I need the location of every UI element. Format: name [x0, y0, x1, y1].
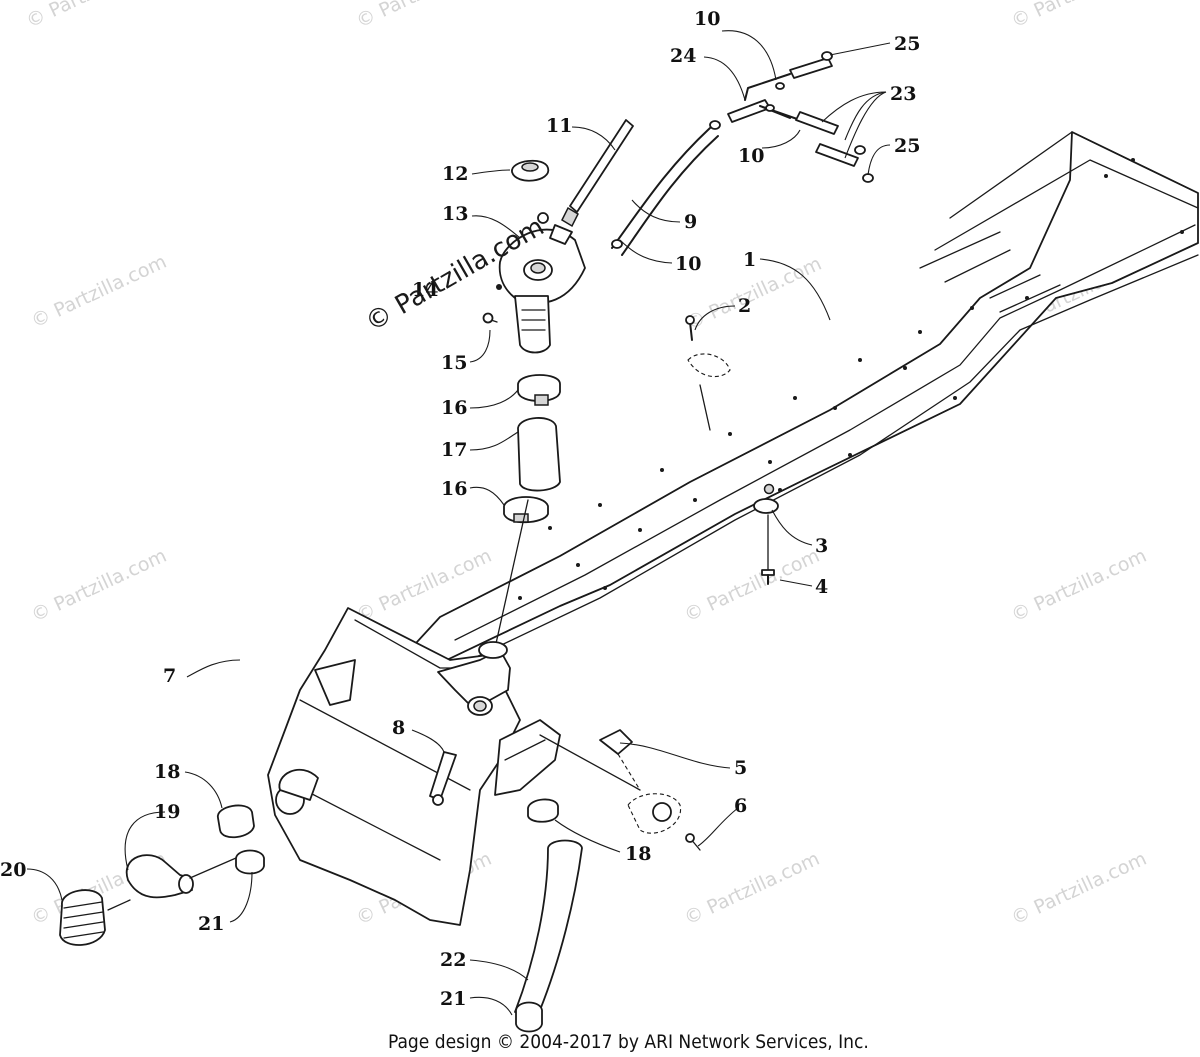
watermarks: © Partzilla.com © Partzilla.com © Partzi…: [23, 0, 1150, 930]
callout-10-top: 10: [694, 8, 720, 30]
watermark: © Partzilla.com: [28, 545, 170, 627]
callout-25-top: 25: [894, 33, 920, 55]
callout-18-right: 18: [625, 843, 651, 865]
callout-21-bottom: 21: [440, 988, 466, 1010]
outlet-fitting: [437, 641, 641, 796]
callout-1: 1: [743, 249, 756, 271]
callout-9: 9: [684, 211, 697, 233]
heat-exchanger-rails: [404, 131, 1199, 669]
callout-18-left: 18: [154, 761, 180, 783]
watermark: © Partzilla.com: [1008, 0, 1150, 33]
watermark: © Partzilla.com: [1008, 848, 1150, 930]
watermark: © Partzilla.com: [681, 545, 823, 627]
callout-25-bottom: 25: [894, 135, 920, 157]
callout-5: 5: [734, 757, 747, 779]
watermark: © Partzilla.com: [23, 0, 165, 33]
callout-15: 15: [441, 352, 467, 374]
callout-21-left: 21: [198, 913, 224, 935]
watermark: © Partzilla.com: [28, 251, 170, 333]
callout-4: 4: [815, 576, 828, 598]
watermark: © Partzilla.com: [1008, 545, 1150, 627]
callout-16-upper: 16: [441, 397, 467, 419]
callout-17: 17: [441, 439, 467, 461]
vent-hose-assembly: [611, 51, 874, 256]
callout-numbers: 1 2 3 4 5 6 7 8 9 10 10 10 11 12 13 14 1…: [0, 8, 920, 1010]
plate-and-fastener: [599, 729, 701, 851]
callout-10-middle: 10: [738, 145, 764, 167]
callout-24: 24: [670, 45, 696, 67]
rivet: [685, 315, 731, 431]
lower-hose-assembly: [514, 798, 583, 1033]
callout-13: 13: [442, 203, 468, 225]
watermark: © Partzilla.com: [353, 0, 495, 33]
left-hose-assembly: [59, 804, 265, 946]
hose-and-clamps: [494, 374, 561, 649]
callout-23: 23: [890, 83, 916, 105]
callout-2: 2: [738, 295, 751, 317]
footer-copyright: Page design © 2004-2017 by ARI Network S…: [388, 1031, 869, 1053]
callout-12: 12: [442, 163, 468, 185]
callout-6: 6: [734, 795, 747, 817]
washer-and-screw: [753, 483, 779, 585]
callout-10-lower: 10: [675, 253, 701, 275]
callout-16-lower: 16: [441, 478, 467, 500]
callout-7: 7: [163, 665, 176, 687]
callout-11: 11: [546, 115, 572, 137]
callout-19: 19: [154, 801, 180, 823]
callout-20: 20: [0, 859, 26, 881]
callout-3: 3: [815, 535, 828, 557]
watermark: © Partzilla.com: [681, 848, 823, 930]
callout-14: 14: [412, 279, 438, 301]
callout-22: 22: [440, 949, 466, 971]
leader-lines: [26, 30, 891, 1016]
filler-neck-assembly: [482, 119, 634, 354]
callout-8: 8: [392, 717, 405, 739]
bracket: [429, 751, 457, 806]
